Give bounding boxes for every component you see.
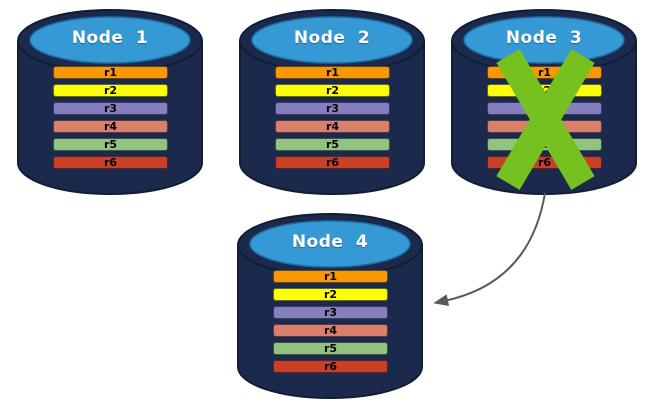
replica-rows: r1 r2 r3 r4 r5 r6	[273, 270, 388, 378]
database-cylinder-icon	[239, 9, 425, 195]
db-node-2: Node 2 r1 r2 r3 r4 r5 r6	[237, 6, 427, 198]
replica-row-r2: r2	[273, 288, 388, 301]
replica-rows: r1 r2 r3 r4 r5 r6	[53, 66, 168, 174]
node-label: Node 3	[505, 28, 583, 48]
node-label: Node 4	[291, 232, 369, 252]
replica-row-r5: r5	[273, 342, 388, 355]
replica-row-r2: r2	[275, 84, 390, 97]
replica-row-r6: r6	[273, 360, 388, 373]
replica-rows: r1 r2 r3 r4 r5 r6	[275, 66, 390, 174]
replica-row-r1: r1	[273, 270, 388, 283]
replica-row-r3: r3	[273, 306, 388, 319]
node-label: Node 2	[293, 28, 371, 48]
replica-row-r5: r5	[275, 138, 390, 151]
replica-row-r2: r2	[53, 84, 168, 97]
replica-row-r3: r3	[53, 102, 168, 115]
database-cylinder-icon	[17, 9, 203, 195]
replica-row-r6: r6	[53, 156, 168, 169]
failure-x-icon	[496, 49, 595, 190]
node-label: Node 1	[71, 28, 149, 48]
replica-row-r4: r4	[275, 120, 390, 133]
replica-row-r4: r4	[53, 120, 168, 133]
replica-row-r1: r1	[275, 66, 390, 79]
db-node-4: Node 4 r1 r2 r3 r4 r5 r6	[235, 210, 425, 402]
replica-row-r1: r1	[53, 66, 168, 79]
replica-row-r6: r6	[275, 156, 390, 169]
db-node-1: Node 1 r1 r2 r3 r4 r5 r6	[15, 6, 205, 198]
replica-row-r4: r4	[273, 324, 388, 337]
replica-row-r5: r5	[53, 138, 168, 151]
arrow-curve	[433, 192, 546, 307]
database-cylinder-icon	[237, 213, 423, 399]
replica-row-r3: r3	[275, 102, 390, 115]
